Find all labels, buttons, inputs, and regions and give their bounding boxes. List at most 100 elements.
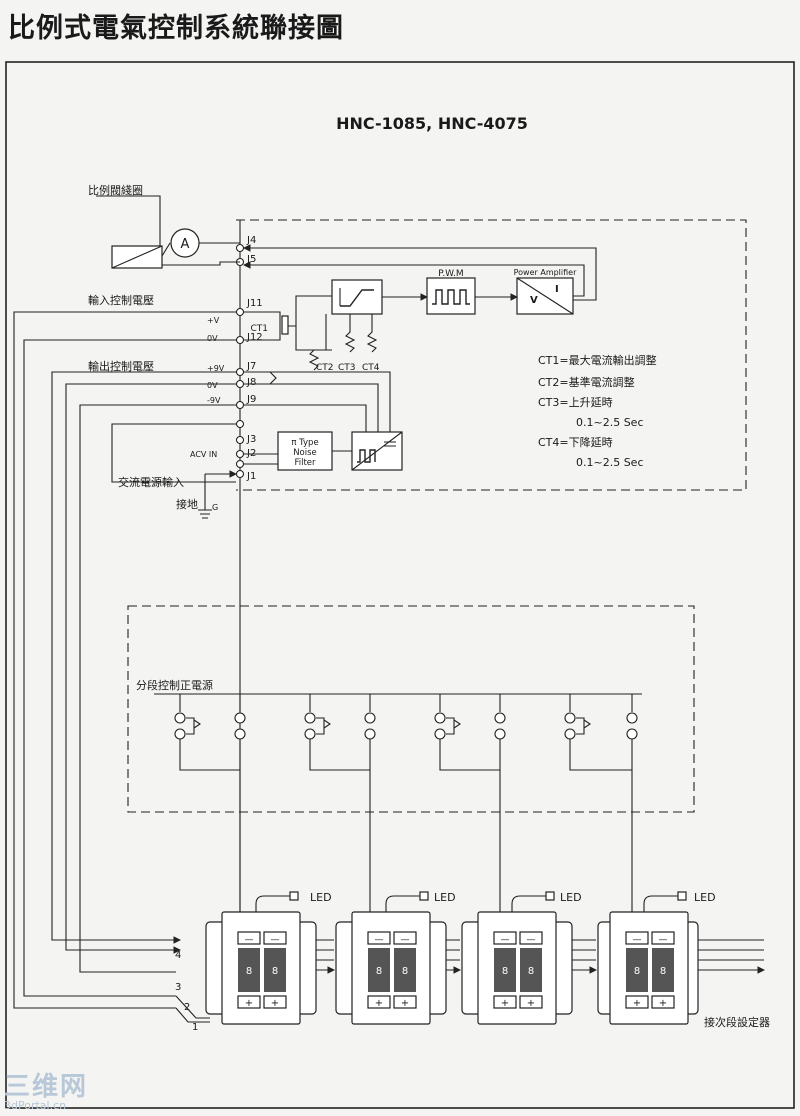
- watermark-url: 3dPortal.cn: [4, 1099, 67, 1112]
- svg-text:+: +: [501, 998, 509, 1009]
- segment-switches: [174, 694, 638, 920]
- model-subtitle: HNC-1085, HNC-4075: [336, 114, 528, 133]
- noise-filter: [277, 431, 333, 471]
- ct2-label: CT2: [316, 363, 334, 373]
- setter-module-4[interactable]: — — 8 8 + + LED: [597, 891, 764, 1025]
- label-j8: J8: [246, 377, 256, 388]
- terminal-j11[interactable]: [235, 307, 245, 317]
- valve-coil-label: 比例閥綫圈: [88, 183, 143, 197]
- setter-module-3[interactable]: — — 8 8 + + LED: [461, 891, 596, 1025]
- svg-text:3: 3: [175, 982, 181, 993]
- svg-text:8: 8: [402, 966, 408, 977]
- terminal-j9[interactable]: [235, 400, 245, 410]
- svg-text:+: +: [375, 998, 383, 1009]
- power-amp-label: Power Amplifier: [514, 268, 577, 277]
- label-j12: J12: [246, 332, 263, 343]
- terminal-labels: J4 J5 J11 J12 J7 J8 J9 J3 J2 J1: [246, 235, 263, 482]
- svg-text:+: +: [527, 998, 535, 1009]
- label-j4: J4: [246, 235, 256, 246]
- svg-text:—: —: [527, 935, 536, 945]
- svg-text:8: 8: [272, 966, 278, 977]
- output-voltage-label: 輸出控制電壓: [88, 359, 154, 373]
- terminal-j2b[interactable]: [235, 459, 245, 469]
- pwm-label: P.W.M: [438, 269, 463, 279]
- label-j9: J9: [246, 394, 256, 405]
- legend-ct3: CT3=上升延時: [538, 396, 613, 409]
- label-j11: J11: [246, 298, 263, 309]
- ammeter-symbol: A: [181, 237, 190, 252]
- legend-ct3-range: 0.1~2.5 Sec: [576, 416, 644, 429]
- terminal-j2[interactable]: [235, 449, 245, 459]
- ct4-label: CT4: [362, 363, 380, 373]
- svg-text:+: +: [659, 998, 667, 1009]
- filter-line-3: Filter: [294, 458, 316, 468]
- setter-module-2[interactable]: — — 8 8 + + LED: [335, 891, 460, 1025]
- terminal-j3[interactable]: [235, 435, 245, 445]
- watermark-logo: 三维网: [4, 1072, 89, 1102]
- svg-text:—: —: [375, 935, 384, 945]
- svg-text:+: +: [245, 998, 253, 1009]
- terminal-j7[interactable]: [235, 367, 245, 377]
- legend-ct1: CT1=最大電流輸出調整: [538, 353, 657, 367]
- ground-label: 接地: [176, 498, 198, 511]
- v-minus9: -9V: [207, 396, 221, 405]
- label-j7: J7: [246, 361, 256, 372]
- next-setter-label: 接次段設定器: [704, 1015, 770, 1029]
- filter-line-2: Noise: [293, 448, 317, 458]
- switch-2[interactable]: [304, 694, 376, 920]
- svg-text:8: 8: [660, 966, 666, 977]
- v-zero2: 0V: [207, 381, 218, 390]
- terminal-j12[interactable]: [235, 335, 245, 345]
- ct3-label: CT3: [338, 363, 356, 373]
- led-label-4: LED: [694, 891, 716, 904]
- outer-frame: [5, 61, 795, 1109]
- terminal-j4[interactable]: [235, 243, 245, 253]
- voltage-labels: +V 0V +9V 0V -9V: [207, 316, 225, 405]
- amp-v: V: [530, 295, 538, 306]
- filter-line-1: π Type: [291, 438, 318, 448]
- svg-text:—: —: [633, 935, 642, 945]
- terminal-j8[interactable]: [235, 379, 245, 389]
- legend: CT1=最大電流輸出調整 CT2=基準電流調整 CT3=上升延時 0.1~2.5…: [538, 353, 657, 469]
- v-plus: +V: [207, 316, 220, 325]
- svg-text:8: 8: [634, 966, 640, 977]
- amp-i: I: [555, 284, 559, 295]
- svg-text:1: 1: [192, 1022, 198, 1033]
- switch-1[interactable]: [174, 694, 246, 920]
- watermark: 三维网 3dPortal.cn: [4, 1074, 88, 1112]
- led-label-1: LED: [310, 891, 332, 904]
- pwm-block: [426, 277, 476, 315]
- setter-module-1[interactable]: — — 8 8 + + LED: [205, 891, 334, 1025]
- svg-text:—: —: [501, 935, 510, 945]
- legend-ct2: CT2=基準電流調整: [538, 375, 635, 389]
- v-plus9: +9V: [207, 364, 225, 373]
- controller-boundary: [236, 219, 747, 491]
- terminal-j9b[interactable]: [235, 419, 245, 429]
- ground-g: G: [212, 503, 218, 512]
- led-label-2: LED: [434, 891, 456, 904]
- label-j1: J1: [246, 471, 256, 482]
- svg-text:+: +: [401, 998, 409, 1009]
- page-title: 比例式電氣控制系統聯接圖: [8, 13, 344, 44]
- svg-text:4: 4: [175, 950, 181, 961]
- acv-in-label: ACV IN: [190, 450, 217, 459]
- svg-text:—: —: [401, 935, 410, 945]
- svg-text:+: +: [271, 998, 279, 1009]
- led-label-3: LED: [560, 891, 582, 904]
- switch-3[interactable]: [434, 694, 506, 920]
- svg-text:8: 8: [246, 966, 252, 977]
- svg-text:—: —: [245, 935, 254, 945]
- svg-text:8: 8: [376, 966, 382, 977]
- segment-boundary: [127, 605, 695, 813]
- switch-4[interactable]: [564, 694, 638, 920]
- legend-ct4: CT4=下降延時: [538, 435, 613, 449]
- svg-text:—: —: [271, 935, 280, 945]
- terminal-j1[interactable]: [235, 469, 245, 479]
- v-zero: 0V: [207, 334, 218, 343]
- segment-power-label: 分段控制正電源: [136, 678, 213, 692]
- svg-text:8: 8: [528, 966, 534, 977]
- svg-text:+: +: [633, 998, 641, 1009]
- svg-text:—: —: [659, 935, 668, 945]
- svg-text:8: 8: [502, 966, 508, 977]
